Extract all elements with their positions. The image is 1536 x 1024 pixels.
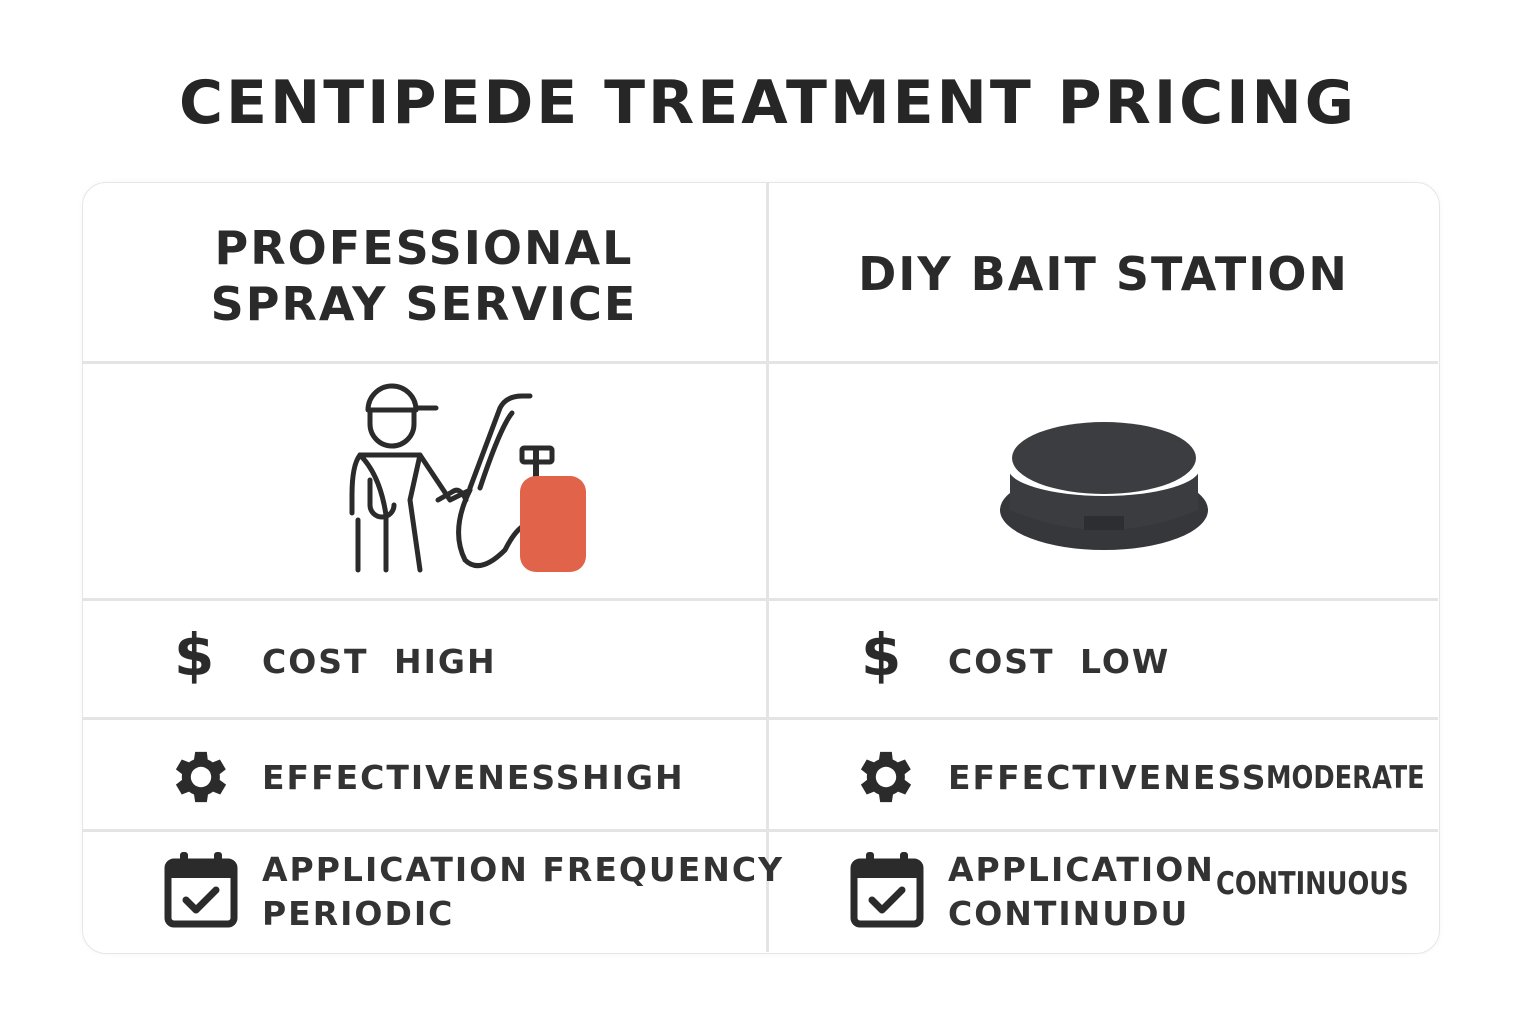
cost-value: HIGH [394,642,497,681]
professional-heading-line2: SPRAY SERVICE [210,277,638,331]
gear-icon [175,751,227,803]
dollar-icon: $ [174,621,215,689]
frequency-value: CONTINUOUS [1216,866,1409,902]
cost-label: COST [262,642,369,681]
effectiveness-value: MODERATE [1266,760,1425,796]
bait-station-icon [1000,422,1208,550]
page-title: CENTIPEDE TREATMENT PRICING [179,68,1357,138]
professional-heading-line1: PROFESSIONAL [214,221,634,275]
effectiveness-value: HIGH [582,758,685,797]
cost-label: COST [948,642,1055,681]
effectiveness-label: EFFECTIVENESS [262,758,582,797]
cost-value: LOW [1080,642,1171,681]
row-divider [82,717,1438,720]
sprayer-technician-icon [349,383,586,573]
row-divider [82,829,1438,832]
dollar-icon: $ [861,621,902,689]
frequency-label-line2: CONTINUDU [948,894,1190,933]
frequency-label-line1: APPLICATION [948,850,1215,889]
comparison-table [82,182,1440,954]
frequency-label: APPLICATION FREQUENCY [262,850,784,889]
gear-icon [860,751,912,803]
calendar-check-icon [850,852,924,928]
row-divider [82,361,1438,364]
frequency-value: PERIODIC [262,894,455,933]
diy-heading: DIY BAIT STATION [858,247,1349,301]
professional-heading: PROFESSIONAL SPRAY SERVICE [82,220,766,332]
row-divider [82,598,1438,601]
effectiveness-label: EFFECTIVENESS [948,758,1268,797]
calendar-check-icon [164,852,238,928]
column-divider [766,182,769,952]
